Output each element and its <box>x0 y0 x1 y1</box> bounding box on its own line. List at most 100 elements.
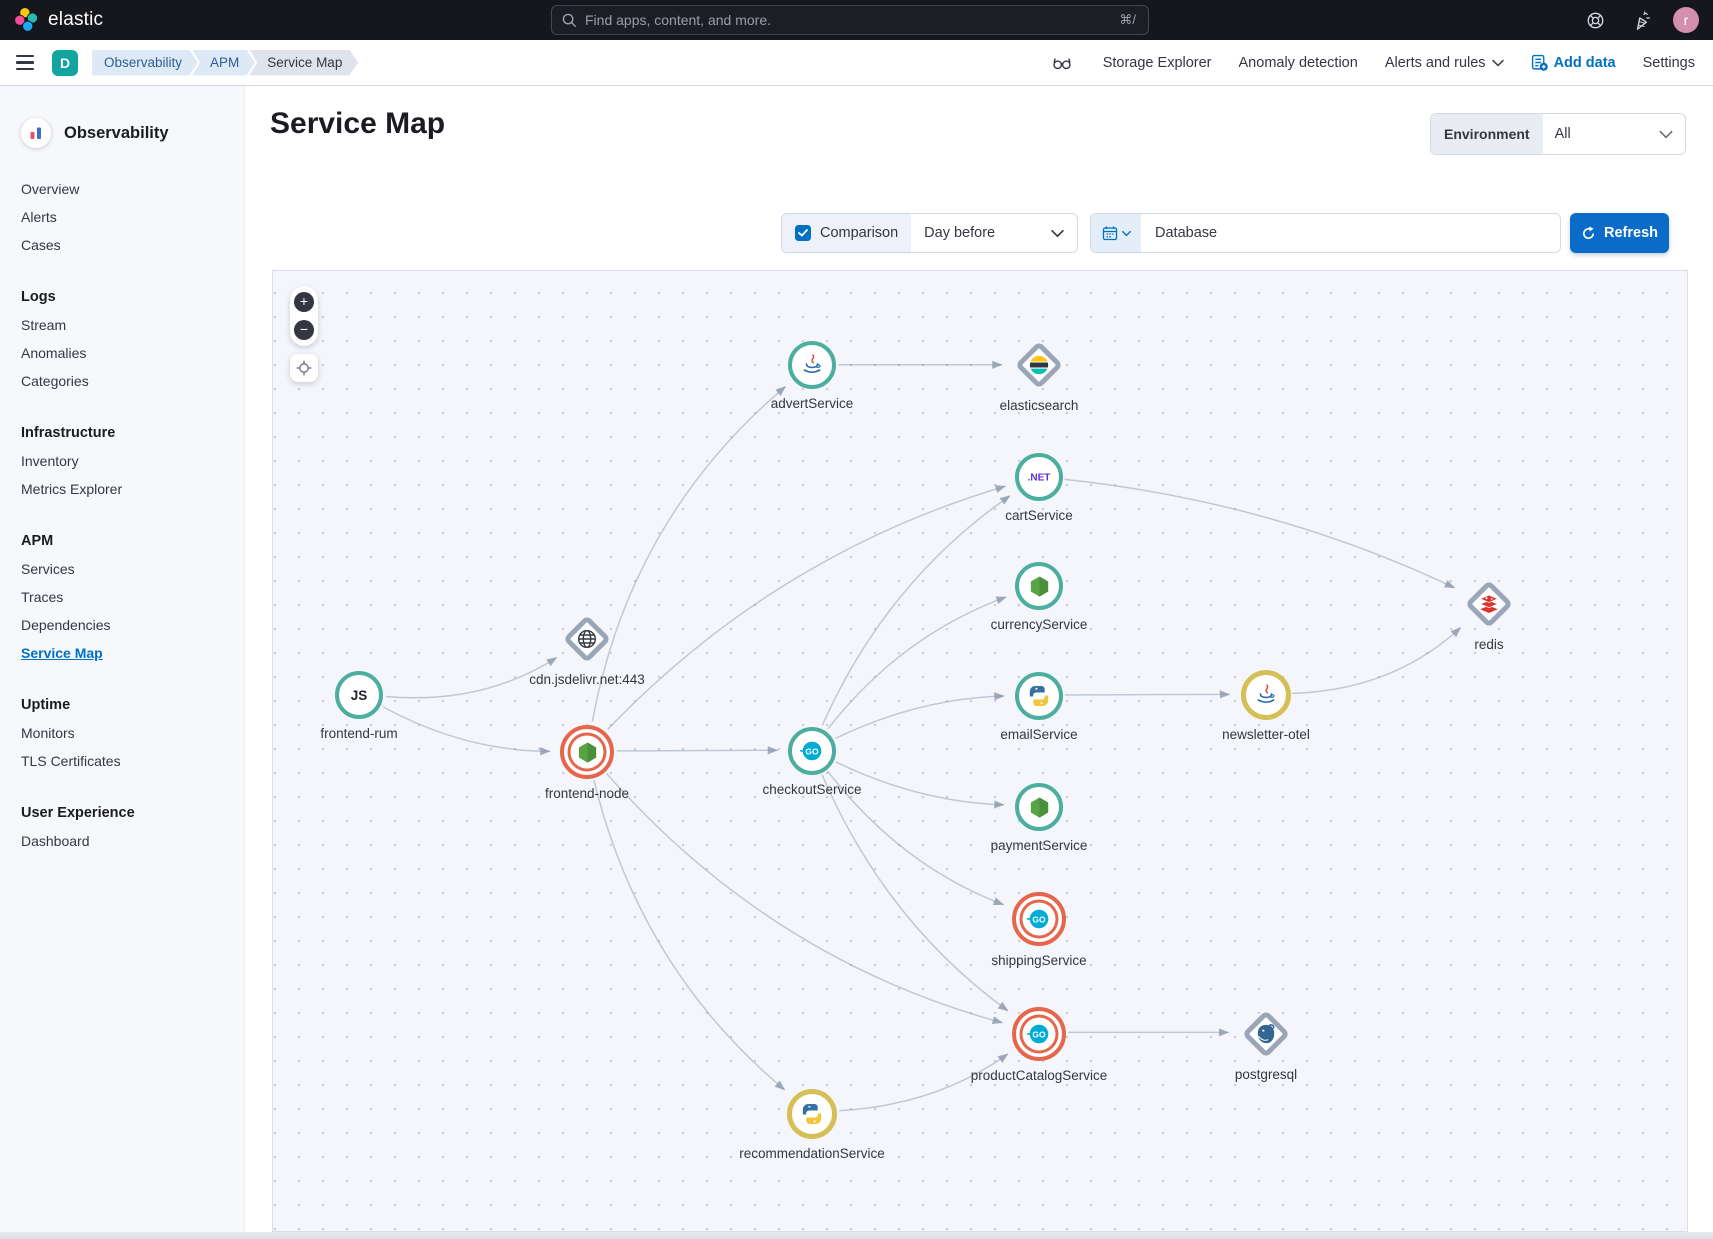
warning-ring <box>1241 670 1291 720</box>
edge-frontend-node-to-cartservice <box>607 485 1007 730</box>
zoom-in-button[interactable]: + <box>294 292 314 312</box>
menu-icon[interactable] <box>16 52 38 74</box>
service-node-label: postgresql <box>1234 1067 1298 1082</box>
sidebar-item-inventory[interactable]: Inventory <box>21 453 79 469</box>
comparison-value: Day before <box>924 225 996 241</box>
python-icon <box>1028 685 1050 707</box>
service-node-label: advertService <box>770 396 854 411</box>
comparison-select[interactable]: Day before <box>911 214 1077 252</box>
edge-frontend-node-to-recommendationservice <box>593 779 786 1091</box>
python-icon <box>801 1103 823 1125</box>
nodejs-icon <box>576 741 599 764</box>
edge-checkoutservice-to-paymentservice <box>835 761 1005 809</box>
news-icon[interactable] <box>1627 6 1655 34</box>
comparison-checkbox[interactable] <box>795 225 811 241</box>
healthy-ring: .NET <box>1015 453 1063 501</box>
sidebar-section-uptime: Uptime <box>21 697 71 713</box>
edge-emailservice-to-newsletter-otel <box>1064 690 1231 699</box>
map-controls: + − <box>290 286 318 382</box>
sidebar-item-cases[interactable]: Cases <box>21 237 61 253</box>
warning-ring <box>787 1089 837 1139</box>
sidebar-item-stream[interactable]: Stream <box>21 317 67 333</box>
globe-icon <box>576 628 598 650</box>
service-map-edges <box>382 360 1462 1112</box>
service-node-label: cartService <box>1005 508 1073 523</box>
service-node-label: frontend-node <box>544 786 630 801</box>
environment-select[interactable]: Environment All <box>1430 113 1686 155</box>
sidebar-title-text: Observability <box>64 123 169 142</box>
healthy-ring <box>1015 562 1063 610</box>
chevron-down-icon <box>1659 114 1685 154</box>
comparison-toggle[interactable]: Comparison <box>782 214 912 252</box>
service-node-label: redis <box>1474 637 1504 652</box>
add-data-label: Add data <box>1553 54 1616 71</box>
environment-label: Environment <box>1431 114 1543 154</box>
edge-checkoutservice-to-cartservice <box>821 495 1011 726</box>
user-avatar[interactable]: r <box>1673 7 1699 33</box>
svg-text:.NET: .NET <box>1028 473 1051 484</box>
dotnet-icon: .NET <box>1024 464 1054 490</box>
java-icon <box>1255 684 1277 706</box>
redis-icon <box>1478 593 1501 616</box>
sidebar-item-anomalies[interactable]: Anomalies <box>21 345 87 361</box>
healthy-ring: JS <box>335 671 383 719</box>
deployment-badge[interactable]: D <box>52 49 78 76</box>
sidebar-item-services[interactable]: Services <box>21 561 75 577</box>
sidebar-item-traces[interactable]: Traces <box>21 589 64 605</box>
service-node-label: paymentService <box>990 838 1088 853</box>
global-search-input[interactable] <box>585 12 1112 28</box>
sidebar-item-tls-certificates[interactable]: TLS Certificates <box>21 753 121 769</box>
comparison-control: Comparison Day before <box>781 213 1078 253</box>
date-picker-button[interactable] <box>1091 214 1141 252</box>
svg-text:GO: GO <box>1032 914 1046 924</box>
refresh-button[interactable]: Refresh <box>1570 213 1669 253</box>
breadcrumb-service-map[interactable]: Service Map <box>249 50 358 76</box>
search-icon <box>562 13 577 27</box>
nav-action-anomaly-detection[interactable]: Anomaly detection <box>1238 54 1358 71</box>
edge-checkoutservice-to-currencyservice <box>827 596 1007 730</box>
healthy-ring <box>788 341 836 389</box>
brand-wordmark: elastic <box>48 9 104 30</box>
settings-button[interactable]: Settings <box>1642 54 1695 71</box>
breadcrumb-observability[interactable]: Observability <box>92 50 198 76</box>
nodejs-icon <box>1028 575 1051 598</box>
observability-logo-icon <box>21 118 51 148</box>
service-node-label: productCatalogService <box>970 1068 1108 1083</box>
add-data-button[interactable]: Add data <box>1531 54 1616 71</box>
nav-action-alerts-and-rules[interactable]: Alerts and rules <box>1385 55 1504 71</box>
svg-text:GO: GO <box>1032 1029 1046 1039</box>
sidebar-item-overview[interactable]: Overview <box>21 181 80 197</box>
zoom-out-button[interactable]: − <box>294 320 314 340</box>
sidebar-item-dependencies[interactable]: Dependencies <box>21 617 111 633</box>
edge-newsletter-otel-to-redis <box>1292 627 1462 695</box>
main-content: Service Map Environment All Comparison D… <box>245 86 1713 1232</box>
elasticsearch-icon <box>1029 355 1050 376</box>
center-map-button[interactable] <box>290 354 318 382</box>
postgresql-icon <box>1256 1024 1277 1045</box>
service-node-label: cdn.jsdelivr.net:443 <box>529 672 645 687</box>
svg-text:JS: JS <box>351 688 368 703</box>
global-search[interactable]: ⌘/ <box>551 5 1149 35</box>
service-node-label: recommendationService <box>739 1146 885 1161</box>
search-query-input[interactable] <box>1141 214 1560 252</box>
service-node-label: currencyService <box>990 617 1088 632</box>
calendar-icon <box>1102 226 1117 241</box>
elastic-logo[interactable]: elastic <box>14 7 103 33</box>
breadcrumb-apm[interactable]: APM <box>192 50 255 76</box>
help-icon[interactable] <box>1581 6 1609 34</box>
sidebar-item-service-map[interactable]: Service Map <box>21 645 103 661</box>
search-shortcut-hint: ⌘/ <box>1119 12 1136 27</box>
glasses-icon[interactable] <box>1048 49 1076 77</box>
sidebar-section-user-experience: User Experience <box>21 805 135 821</box>
sidebar-item-monitors[interactable]: Monitors <box>21 725 75 741</box>
edge-checkoutservice-to-shippingservice <box>827 770 1005 906</box>
sidebar-item-alerts[interactable]: Alerts <box>21 209 57 225</box>
comparison-label: Comparison <box>820 225 899 241</box>
sidebar-item-dashboard[interactable]: Dashboard <box>21 833 90 849</box>
go-icon: GO <box>1027 907 1051 931</box>
nav-action-storage-explorer[interactable]: Storage Explorer <box>1102 54 1212 71</box>
sidebar-item-metrics-explorer[interactable]: Metrics Explorer <box>21 481 123 497</box>
sidebar-item-categories[interactable]: Categories <box>21 373 89 389</box>
navbar-actions: Storage Explorer Anomaly detection Alerts … <box>1048 49 1695 77</box>
